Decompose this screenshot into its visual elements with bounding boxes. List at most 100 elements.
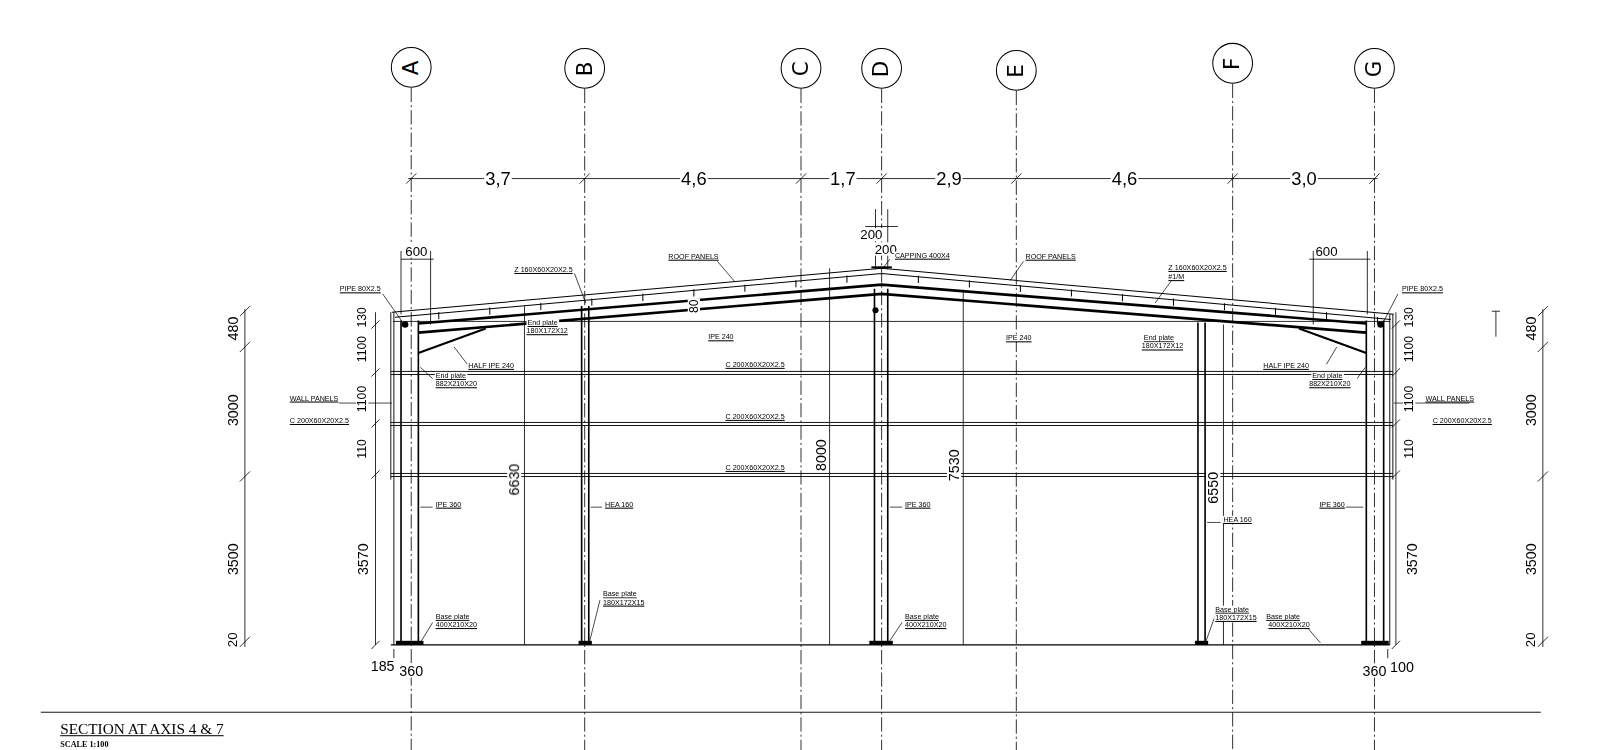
- purlin: [1275, 308, 1276, 315]
- purlin: [1071, 289, 1072, 296]
- steel-column: [1197, 322, 1199, 644]
- steel-column: [400, 320, 402, 644]
- member-annotation: HEA 160: [604, 501, 634, 508]
- dimension-line: [1228, 173, 1238, 183]
- leader-line: [1384, 294, 1398, 322]
- dimension-text: 1100: [356, 385, 368, 413]
- axis-letter: G: [1364, 60, 1385, 77]
- steel-column: [887, 289, 889, 645]
- member-annotation: C 200X60X20X2.5: [289, 417, 350, 424]
- grid-axis: [881, 89, 882, 750]
- ground-line: [41, 645, 1541, 712]
- steel-column: [1389, 314, 1390, 645]
- dimension-text: 4,6: [680, 169, 708, 187]
- dimension-line: [1538, 471, 1548, 481]
- dimension-line: [430, 251, 431, 324]
- dimension-line: [1395, 312, 1396, 645]
- dimension-text: 2,9: [935, 169, 963, 187]
- steel-column: [874, 289, 876, 645]
- member-annotation: 400X210X20: [904, 621, 947, 628]
- wall-girt: [391, 371, 1393, 372]
- dimension-text: 3,0: [1290, 169, 1318, 187]
- member-annotation: End plate: [1311, 372, 1343, 379]
- dimension-line: [1387, 649, 1388, 658]
- dimension-text: 80: [688, 298, 700, 314]
- dimension-text: 1100: [1403, 385, 1415, 413]
- dimension-text: 360: [1362, 663, 1388, 677]
- member-annotation: 882X210X20: [435, 380, 478, 387]
- member-annotation: End plate: [1143, 334, 1175, 341]
- dimension-line: [1538, 637, 1548, 647]
- pipe-section: [872, 307, 878, 313]
- axis-bubble: F: [1212, 43, 1253, 84]
- member-annotation: SCALE 1:100: [59, 741, 109, 749]
- purlin: [1224, 303, 1225, 310]
- dimension-line: [1495, 311, 1496, 337]
- purlin: [1020, 285, 1021, 292]
- purlin: [540, 303, 541, 310]
- steel-column: [1365, 320, 1367, 644]
- dimension-text: 20: [226, 631, 239, 648]
- rafter-ipe240: [393, 285, 1390, 353]
- grid-axis: [411, 84, 1374, 750]
- dimension-line: [1542, 309, 1543, 647]
- dimension-line: [1313, 251, 1314, 324]
- member-annotation: 180X172X12: [1141, 342, 1184, 349]
- base-plate: [396, 641, 1389, 645]
- dimension-text: 6630: [507, 463, 521, 497]
- dimension-line: [401, 251, 402, 314]
- drawing-title: SECTION AT AXIS 4 & 7: [59, 722, 224, 737]
- member-annotation: 180X172X15: [1214, 614, 1257, 621]
- dimension-line: [371, 368, 379, 376]
- axis-bubble: B: [564, 48, 605, 89]
- leader-line: [574, 273, 585, 303]
- steel-column: [1392, 314, 1393, 479]
- dimension-text: 110: [356, 438, 368, 460]
- dimension-line: [371, 470, 379, 478]
- dimension-text: 1100: [1403, 335, 1415, 363]
- wall-girt: [391, 371, 1393, 476]
- dimension-text: 130: [356, 306, 368, 328]
- dimension-line: [1011, 173, 1021, 183]
- member-annotation: End plate: [527, 319, 559, 326]
- leader-line: [1155, 281, 1171, 303]
- pipe-section: [402, 307, 1384, 328]
- pipe-section: [402, 321, 409, 328]
- purlin: [1326, 312, 1327, 319]
- purlin: [642, 294, 643, 301]
- leader-line: [420, 367, 432, 378]
- member-annotation: End plate: [435, 372, 467, 379]
- member-annotation: HEA 160: [1222, 516, 1252, 523]
- leader-line: [383, 294, 402, 322]
- leader-line: [1308, 629, 1320, 643]
- member-annotation: Base plate: [435, 613, 471, 620]
- member-annotation: 180X172X12: [526, 327, 569, 334]
- pipe-section: [1377, 321, 1384, 328]
- axis-letter: F: [1222, 57, 1243, 69]
- purlin: [918, 276, 919, 283]
- dimension-line: [240, 342, 250, 352]
- wall-girt: [391, 374, 1393, 375]
- dimension-text: 3570: [356, 542, 370, 576]
- member-annotation: PIPE 80X2.5: [339, 285, 382, 292]
- dimension-line: [371, 641, 379, 649]
- wall-girt: [391, 422, 1393, 423]
- dimension-text: 360: [398, 663, 424, 677]
- member-annotation: 180X172X15: [602, 598, 645, 605]
- wall-girt: [391, 476, 1393, 477]
- purlin: [744, 285, 745, 292]
- member-annotation: 400X210X20: [1267, 621, 1310, 628]
- member-annotation: WALL PANELS: [1424, 394, 1475, 401]
- dimension-text: 3,7: [484, 169, 512, 187]
- dimension-line: [1223, 324, 1224, 644]
- ground-line: [41, 712, 1541, 713]
- dimension-line: [1369, 173, 1379, 183]
- steel-column: [393, 312, 394, 645]
- dimension-line: [406, 173, 416, 183]
- dimension-line: [1309, 259, 1370, 260]
- dimension-text: 6550: [1206, 471, 1220, 505]
- steel-column: [1383, 320, 1385, 644]
- steel-column: [391, 289, 1393, 645]
